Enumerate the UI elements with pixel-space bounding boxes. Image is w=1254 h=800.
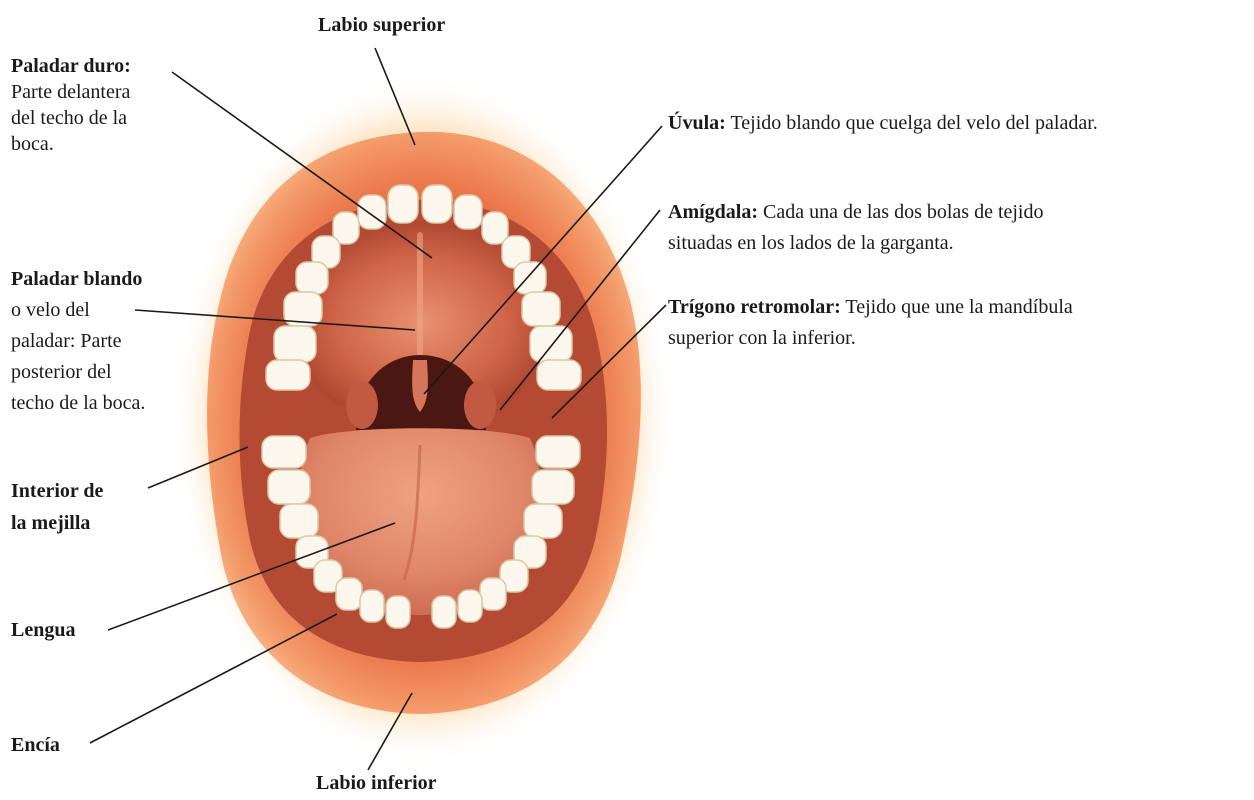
label-encia: Encía bbox=[11, 732, 60, 758]
label-labio-inferior: Labio inferior bbox=[316, 770, 437, 796]
label-lengua: Lengua bbox=[11, 617, 75, 643]
label-paladar-blando: Paladar blando o velo del paladar: Parte… bbox=[11, 264, 145, 419]
label-amigdala: Amígdala: Cada una de las dos bolas de t… bbox=[668, 197, 1044, 259]
label-uvula: Úvula: Tejido blando que cuelga del velo… bbox=[668, 110, 1098, 136]
label-interior-mejilla: Interior de la mejilla bbox=[11, 475, 103, 539]
label-labio-superior: Labio superior bbox=[318, 12, 445, 38]
tonsil-left bbox=[346, 381, 378, 429]
label-trigono: Trígono retromolar: Tejido que une la ma… bbox=[668, 292, 1073, 354]
label-paladar-duro: Paladar duro: Parte delantera del techo … bbox=[11, 53, 131, 157]
tonsil-right bbox=[464, 381, 496, 429]
